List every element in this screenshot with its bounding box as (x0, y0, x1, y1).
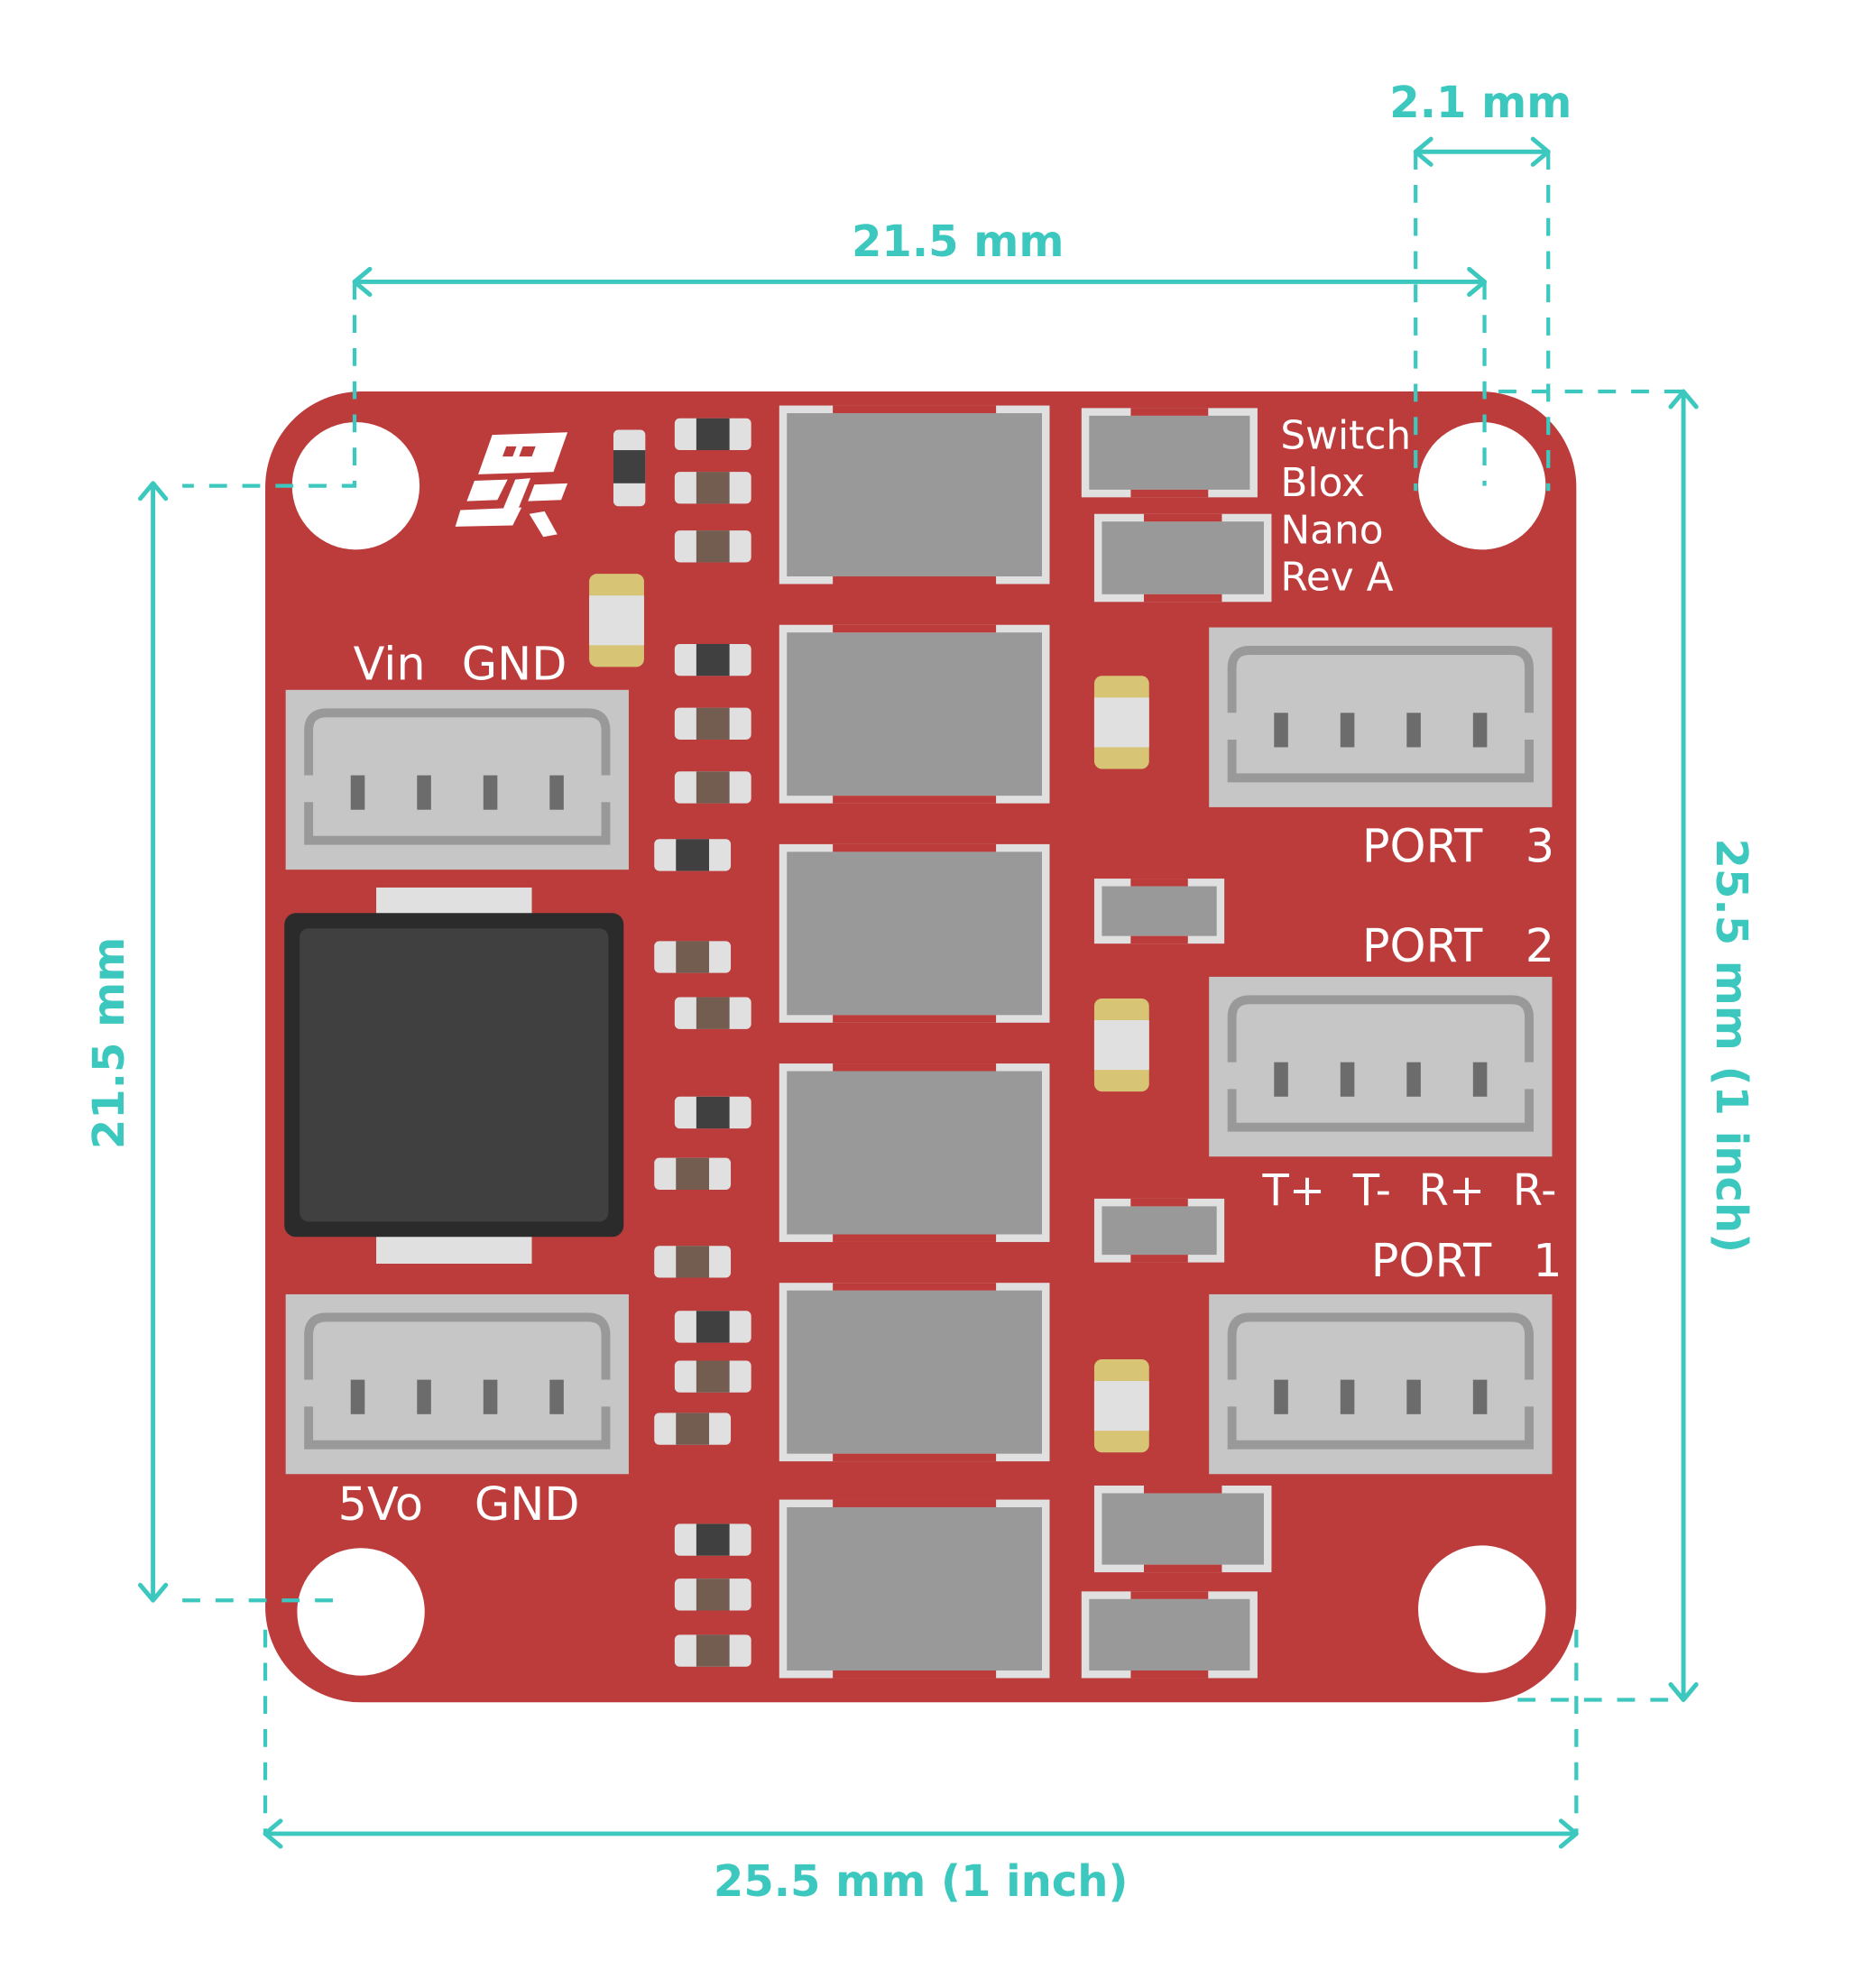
connector-pin (350, 1379, 365, 1414)
connector-pin (1406, 713, 1421, 748)
smd-resistor (674, 1523, 751, 1556)
title-line-1: Switch (1280, 413, 1411, 459)
dimension-arrow-25-5mm-v (1668, 389, 1699, 1702)
label-port1: PORT (1371, 1235, 1492, 1288)
label-pinout: T+ T- R+ R- (1262, 1165, 1557, 1216)
connector-port3 (1209, 627, 1553, 807)
title-line-4: Rev A (1280, 555, 1393, 601)
power-inductor (779, 1063, 1050, 1242)
connector-5vo-gnd (285, 1293, 629, 1475)
smd-resistor (654, 941, 732, 973)
connector-pin (417, 1379, 431, 1414)
mounting-hole (297, 1548, 425, 1676)
smd-resistor (674, 530, 751, 563)
dimension-arrow-2-1mm (1413, 136, 1551, 167)
smd-capacitor (1093, 998, 1149, 1092)
label-port3-num: 3 (1526, 821, 1554, 874)
label-vin: Vin (354, 639, 426, 692)
smd-component (1093, 513, 1272, 603)
smd-resistor (674, 643, 751, 676)
smd-component (1081, 1591, 1258, 1679)
connector-pin (417, 775, 431, 810)
connector-pin (350, 775, 365, 810)
connector-vin-gnd (285, 689, 629, 870)
connector-pin (1406, 1379, 1421, 1414)
connector-port1 (1209, 1293, 1553, 1475)
dim-label-board-width: 25.5 mm (1 inch) (714, 1856, 1129, 1907)
connector-pin (1472, 1062, 1488, 1097)
power-inductor (779, 1283, 1050, 1462)
smd-resistor (674, 472, 751, 504)
connector-pin (1340, 713, 1355, 748)
smd-capacitor (589, 574, 644, 667)
label-port2-num: 2 (1526, 920, 1554, 973)
smd-resistor (674, 1578, 751, 1611)
smd-capacitor (1093, 1359, 1149, 1453)
label-port3: PORT (1362, 821, 1483, 874)
mounting-hole (1418, 1545, 1546, 1673)
connector-pin (1274, 1062, 1288, 1097)
smd-capacitor (1093, 676, 1149, 769)
connector-pin (549, 1379, 564, 1414)
connector-pin (1274, 713, 1288, 748)
smd-resistor (674, 997, 751, 1029)
dimension-arrow-21-5mm-h (352, 266, 1488, 298)
smd-resistor (674, 1634, 751, 1667)
connector-pin (483, 775, 498, 810)
smd-resistor (654, 839, 732, 871)
label-5vo: 5Vo (338, 1478, 423, 1532)
power-inductor (779, 1499, 1050, 1679)
power-inductor (779, 843, 1050, 1023)
smd-component (1093, 879, 1225, 944)
dim-label-hole-spacing-v: 21.5 mm (84, 937, 134, 1149)
connector-pin (1340, 1379, 1355, 1414)
label-port1-num: 1 (1533, 1235, 1562, 1288)
logo-icon (455, 432, 568, 538)
dim-label-hole-spacing-h: 21.5 mm (852, 216, 1064, 267)
power-inductor (779, 405, 1050, 584)
connector-pin (1274, 1379, 1288, 1414)
connector-pin (1340, 1062, 1355, 1097)
dim-label-board-height: 25.5 mm (1 inch) (1706, 838, 1756, 1253)
connector-pin (1472, 713, 1488, 748)
connector-pin (1472, 1379, 1488, 1414)
title-line-2: Blox (1280, 460, 1365, 506)
smd-resistor (674, 707, 751, 740)
label-port2: PORT (1362, 920, 1483, 973)
mounting-hole (1418, 421, 1546, 550)
smd-component (1081, 408, 1258, 498)
dimension-arrow-25-5mm-h (263, 1818, 1579, 1849)
smd-resistor (674, 1311, 751, 1343)
power-inductor (779, 624, 1050, 804)
smd-resistor (674, 1096, 751, 1129)
voltage-regulator (284, 887, 624, 1264)
smd-resistor (674, 771, 751, 804)
dimension-guides (182, 152, 1684, 1834)
connector-pin (549, 775, 564, 810)
label-gnd-in: GND (462, 639, 567, 692)
dim-label-2-1mm: 2.1 mm (1389, 78, 1572, 128)
label-gnd-out: GND (475, 1478, 580, 1532)
smd-component (1093, 1198, 1225, 1263)
smd-component (1093, 1485, 1272, 1573)
smd-resistor (654, 1246, 732, 1278)
connector-pin (1406, 1062, 1421, 1097)
smd-resistor (654, 1157, 732, 1191)
smd-resistor (613, 429, 646, 507)
dimension-arrow-21-5mm-v (138, 481, 169, 1603)
smd-resistor (654, 1413, 732, 1445)
smd-resistor (674, 1360, 751, 1393)
smd-resistor (674, 418, 751, 451)
connector-pin (483, 1379, 498, 1414)
title-line-3: Nano (1280, 507, 1383, 553)
connector-port2 (1209, 976, 1553, 1157)
